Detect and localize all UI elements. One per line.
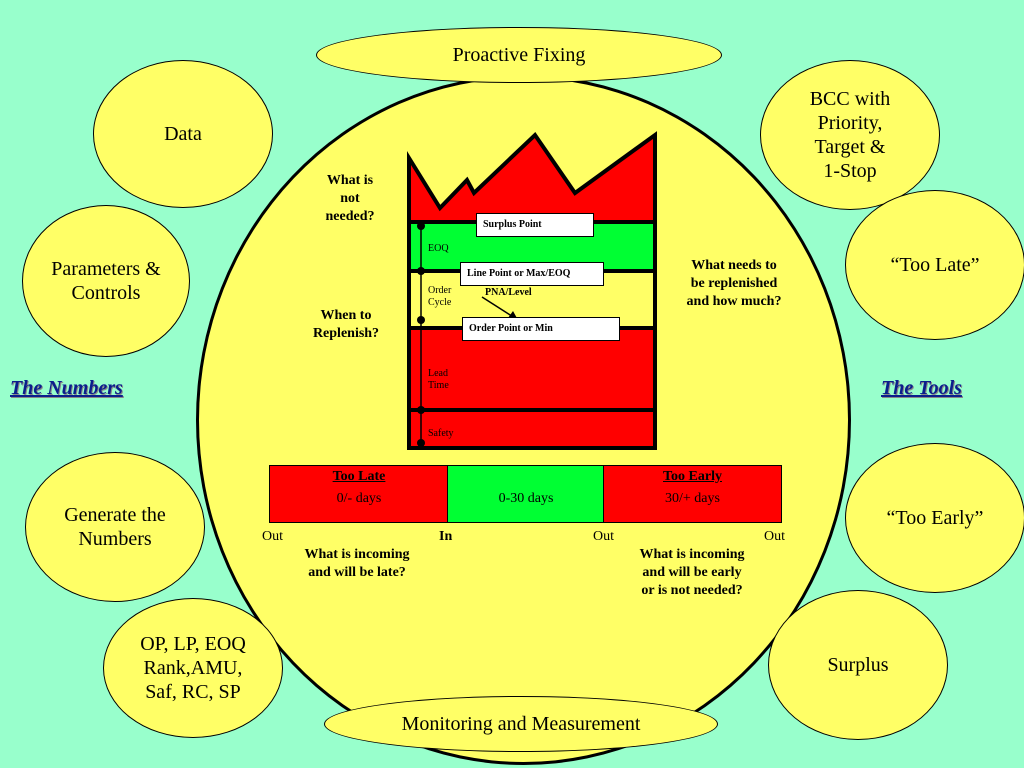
- surplus-label: Surplus: [827, 654, 889, 676]
- line-point-label: Line Point or Max/EOQ: [460, 262, 604, 286]
- order-cycle-bottom-marker: [417, 316, 425, 324]
- too-late-ellipse: “Too Late”: [845, 190, 1024, 340]
- parameters-label: Parameters &Controls: [51, 258, 161, 304]
- eoq-top-marker: [417, 222, 425, 230]
- safety-label: Safety: [428, 428, 454, 439]
- in-range-segment: 0-30 days: [447, 465, 605, 523]
- monitoring-ellipse: Monitoring and Measurement: [324, 696, 718, 752]
- proactive-fixing-ellipse: Proactive Fixing: [316, 27, 722, 83]
- proactive-fixing-label: Proactive Fixing: [452, 44, 586, 66]
- out-label-middle: Out: [593, 529, 614, 544]
- in-label: In: [439, 529, 453, 544]
- surplus-zone-peaks: [407, 131, 657, 224]
- data-label: Data: [164, 123, 202, 145]
- out-label-right: Out: [764, 529, 785, 544]
- too-late-segment: Too Late 0/- days: [269, 465, 449, 523]
- lead-time-bottom-marker: [417, 406, 425, 414]
- pna-level-label: PNA/Level: [485, 287, 532, 298]
- the-tools-title: The Tools: [881, 377, 962, 399]
- eoq-label: EOQ: [428, 243, 449, 254]
- data-ellipse: Data: [93, 60, 273, 208]
- lead-time-zone: [407, 326, 657, 412]
- too-early-segment: Too Early 30/+ days: [603, 465, 782, 523]
- order-point-label: Order Point or Min: [462, 317, 620, 341]
- too-late-days: 0/- days: [336, 491, 382, 506]
- too-early-ellipse: “Too Early”: [845, 443, 1024, 593]
- the-numbers-title: The Numbers: [10, 377, 123, 399]
- too-late-label: “Too Late”: [890, 254, 980, 276]
- out-label-left: Out: [262, 529, 283, 544]
- surplus-ellipse: Surplus: [768, 590, 948, 740]
- surplus-point-label: Surplus Point: [476, 213, 594, 237]
- safety-bottom-marker: [417, 439, 425, 447]
- too-late-heading: Too Late: [332, 469, 386, 484]
- monitoring-label: Monitoring and Measurement: [401, 713, 641, 735]
- eoq-bottom-marker: [417, 267, 425, 275]
- too-early-label: “Too Early”: [886, 507, 984, 529]
- too-early-days: 30/+ days: [665, 491, 720, 506]
- too-early-heading: Too Early: [663, 469, 722, 484]
- safety-zone: [407, 408, 657, 450]
- parameters-ellipse: Parameters &Controls: [22, 205, 190, 357]
- in-range-days: 0-30 days: [498, 491, 554, 506]
